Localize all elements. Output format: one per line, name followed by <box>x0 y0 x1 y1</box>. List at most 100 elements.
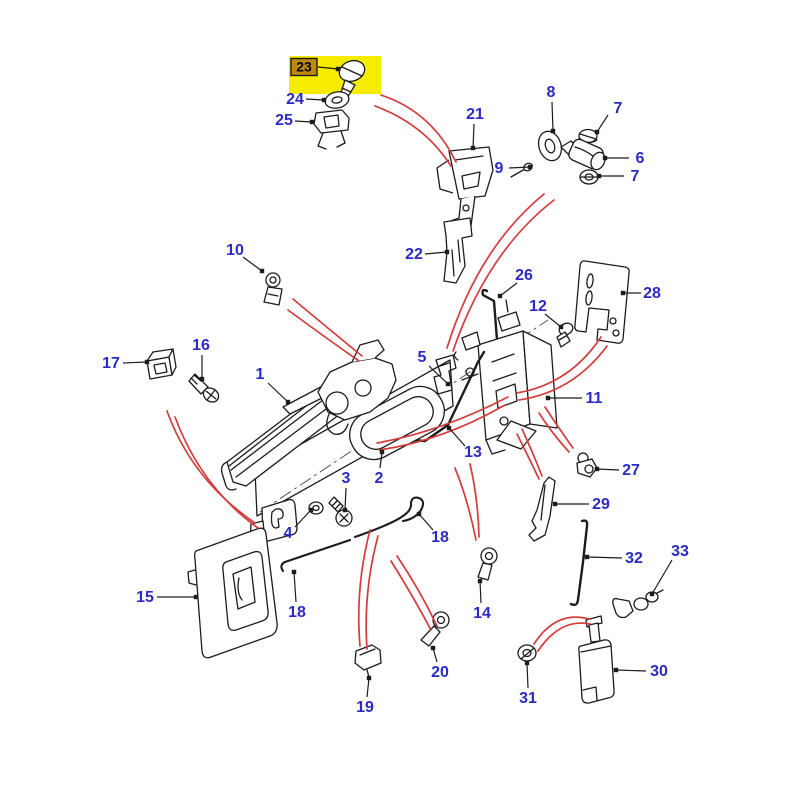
leader-dot <box>379 449 385 455</box>
leader-line <box>424 251 448 255</box>
leader-line <box>499 282 518 297</box>
callout-19: 19 <box>356 675 374 716</box>
leader-line <box>596 114 609 133</box>
part-number-23[interactable]: 23 <box>296 59 312 75</box>
leader-line <box>448 427 466 447</box>
part-number-9[interactable]: 9 <box>495 160 504 177</box>
red-guide-curve <box>365 535 379 650</box>
callout-26: 26 <box>497 267 533 299</box>
red-guide-curve <box>287 309 360 362</box>
callout-1: 1 <box>256 366 291 405</box>
part-6-lock-cylinder-drawing <box>560 138 606 171</box>
leader-line <box>379 451 383 469</box>
part-number-30[interactable]: 30 <box>650 663 668 680</box>
part-number-7[interactable]: 7 <box>631 168 640 185</box>
part-number-32[interactable]: 32 <box>625 550 643 567</box>
callout-5: 5 <box>418 349 451 387</box>
part-2-seal-ring-drawing <box>349 385 445 461</box>
part-14-clip-drawing <box>477 547 498 581</box>
leader-dot <box>445 381 451 387</box>
callout-21: 21 <box>466 106 484 151</box>
part-number-24[interactable]: 24 <box>286 91 304 108</box>
part-number-6[interactable]: 6 <box>636 150 645 167</box>
red-guide-curve <box>469 463 480 538</box>
part-number-31[interactable]: 31 <box>519 690 537 707</box>
red-guide-curve <box>396 555 438 627</box>
highlight-badge <box>290 57 318 77</box>
part-number-27[interactable]: 27 <box>622 462 640 479</box>
part-number-3[interactable]: 3 <box>342 470 351 487</box>
part-number-4[interactable]: 4 <box>284 525 293 542</box>
leader-dot <box>342 507 348 513</box>
leader-dot <box>594 466 600 472</box>
part-8-grommet-drawing <box>537 130 563 162</box>
part-29-bracket-drawing <box>528 476 556 542</box>
part-24-washer-drawing <box>324 91 350 109</box>
part-number-5[interactable]: 5 <box>418 349 427 366</box>
leader-dot <box>193 594 199 600</box>
part-26-rod-drawing <box>481 288 499 393</box>
part-17-plug-drawing <box>146 348 177 380</box>
callout-11: 11 <box>545 390 603 407</box>
leader-dot <box>552 501 558 507</box>
part-number-18[interactable]: 18 <box>431 529 449 546</box>
leader-dot <box>446 425 452 431</box>
part-number-33[interactable]: 33 <box>671 543 689 560</box>
part-32-rod-drawing <box>569 519 589 607</box>
part-number-29[interactable]: 29 <box>592 496 610 513</box>
callout-28: 28 <box>620 285 661 302</box>
leader-line <box>267 382 289 403</box>
callout-9: 9 <box>495 160 533 177</box>
part-number-11[interactable]: 11 <box>586 390 603 407</box>
part-number-2[interactable]: 2 <box>375 470 384 487</box>
red-guide-curve <box>446 193 545 349</box>
part-number-17[interactable]: 17 <box>102 355 120 372</box>
red-guide-curve <box>537 622 591 652</box>
leader-dot <box>309 119 315 125</box>
part-number-20[interactable]: 20 <box>431 664 449 681</box>
leader-dot <box>477 578 483 584</box>
part-30-actuator-drawing <box>578 615 615 704</box>
part-31-grommet-drawing <box>517 644 537 662</box>
leader-line <box>344 487 347 511</box>
part-number-25[interactable]: 25 <box>275 112 293 129</box>
leader-dot <box>527 164 533 170</box>
part-number-7[interactable]: 7 <box>614 100 623 117</box>
leader-dot <box>545 395 551 401</box>
part-number-13[interactable]: 13 <box>464 444 482 461</box>
leader-dot <box>444 249 450 255</box>
red-guide-curve <box>174 416 259 529</box>
callout-24: 24 <box>286 91 327 108</box>
part-number-22[interactable]: 22 <box>405 246 423 263</box>
leader-line <box>122 361 148 364</box>
part-number-16[interactable]: 16 <box>192 337 210 354</box>
leader-dot <box>335 66 341 72</box>
part-number-1[interactable]: 1 <box>256 366 265 383</box>
part-number-12[interactable]: 12 <box>529 298 547 315</box>
part-number-10[interactable]: 10 <box>226 242 244 259</box>
leader-dot <box>416 511 422 517</box>
leader-line <box>526 662 529 689</box>
leader-dot <box>285 399 291 405</box>
leader-line <box>294 509 312 528</box>
part-18-rod-b-drawing <box>353 496 425 539</box>
leader-dot <box>430 645 436 651</box>
part-number-8[interactable]: 8 <box>547 84 556 101</box>
callout-27: 27 <box>594 462 640 479</box>
leader-dot <box>584 554 590 560</box>
callout-25: 25 <box>275 112 315 129</box>
red-guide-curve <box>357 529 371 647</box>
leader-line <box>596 468 620 471</box>
leader-line <box>615 669 647 672</box>
part-number-28[interactable]: 28 <box>643 285 661 302</box>
part-number-18[interactable]: 18 <box>288 604 306 621</box>
red-guide-curve <box>518 345 608 401</box>
part-number-26[interactable]: 26 <box>515 267 533 284</box>
part-15-inner-handle-cup-drawing <box>187 520 278 659</box>
part-number-19[interactable]: 19 <box>356 699 374 716</box>
part-number-14[interactable]: 14 <box>473 605 491 622</box>
part-number-21[interactable]: 21 <box>466 106 484 123</box>
leader-dot <box>613 667 619 673</box>
red-guide-curve <box>533 616 590 645</box>
part-number-15[interactable]: 15 <box>136 589 154 606</box>
